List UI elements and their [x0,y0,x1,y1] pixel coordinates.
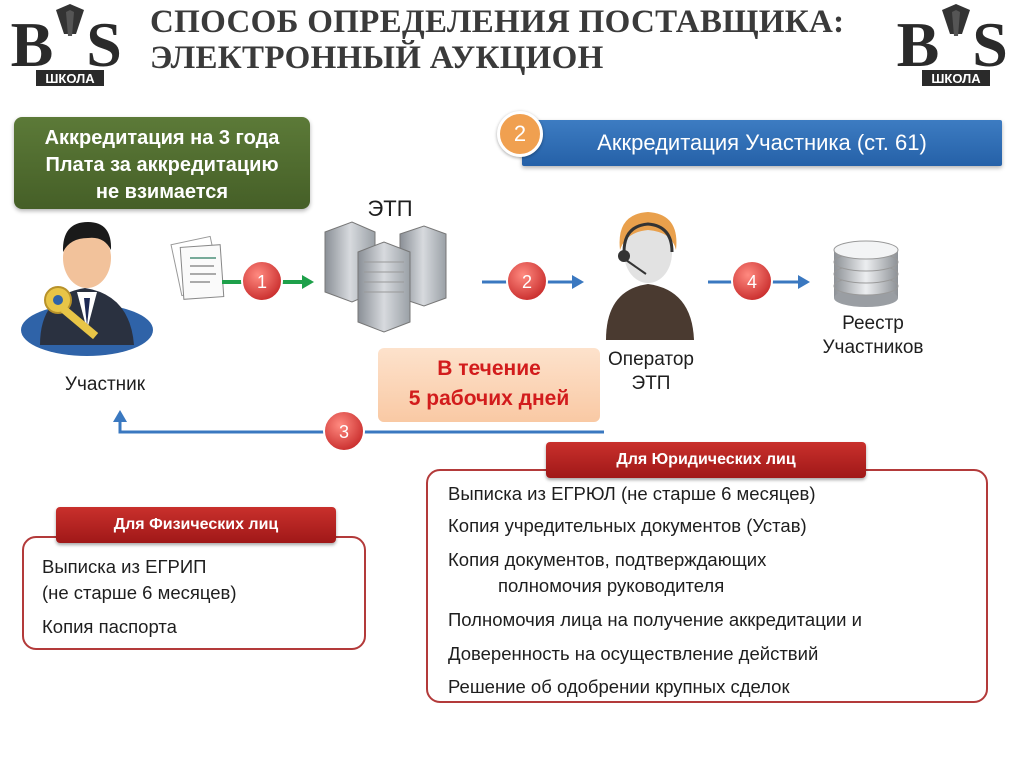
step-4-badge: 4 [731,260,773,302]
document-icon [170,235,225,300]
operator-label-line-1: Оператор [608,349,694,370]
deadline-line-2: 5 рабочих дней [408,387,570,410]
accreditation-banner: Аккредитация Участника (ст. 61) [522,120,1002,166]
accreditation-line-1: Аккредитация на 3 года [44,127,280,149]
logo-caption: ШКОЛА [45,71,95,86]
registry-label-line-2: Участников [822,337,924,358]
individuals-item-1: Выписка из ЕГРИП [42,556,207,577]
legal-item-5: Полномочия лица на получение аккредитаци… [448,609,862,630]
title-line-1: СПОСОБ ОПРЕДЕЛЕНИЯ ПОСТАВЩИКА: [150,4,845,40]
svg-text:4: 4 [747,272,757,292]
etp-label: ЭТП [367,196,413,221]
legal-entities-tab: Для Юридических лиц [546,442,866,478]
legal-item-3: Копия документов, подтверждающих [448,549,767,570]
svg-text:3: 3 [339,422,349,442]
title-line-2: ЭЛЕКТРОННЫЙ АУКЦИОН [150,40,604,76]
participant-icon [21,222,153,356]
logo-letter-b: B [897,9,940,80]
individuals-item-3: Копия паспорта [42,616,177,637]
operator-label: Оператор ЭТП [586,348,716,396]
legal-item-4: полномочия руководителя [498,575,725,596]
step-3-badge: 3 [323,410,365,452]
logo-letter-b: B [11,9,54,80]
legal-entities-panel: Выписка из ЕГРЮЛ (не старше 6 месяцев) К… [426,469,988,703]
registry-label: Реестр Участников [800,312,946,360]
banner-number-badge: 2 [497,111,543,157]
svg-text:2: 2 [522,272,532,292]
accreditation-line-3: не взимается [95,181,229,203]
school-logo-right: B S ШКОЛА [897,4,1008,86]
individuals-tab: Для Физических лиц [56,507,336,543]
logo-letter-s: S [972,9,1008,80]
registry-database-icon [833,240,899,307]
legal-item-7: Решение об одобрении крупных сделок [448,676,790,697]
legal-item-1: Выписка из ЕГРЮЛ (не старше 6 месяцев) [448,483,816,504]
participant-label: Участник [64,374,146,395]
svg-text:1: 1 [257,272,267,292]
legal-item-2: Копия учредительных документов (Устав) [448,515,807,536]
page-title: СПОСОБ ОПРЕДЕЛЕНИЯ ПОСТАВЩИКА: ЭЛЕКТРОНН… [150,4,844,76]
etp-servers-icon [324,221,447,333]
logo-caption: ШКОЛА [931,71,981,86]
logo-letter-s: S [86,9,122,80]
step-1-badge: 1 [241,260,283,302]
accreditation-line-2: Плата за аккредитацию [45,154,279,176]
school-logo-left: B S ШКОЛА [11,4,122,86]
legal-item-6: Доверенность на осуществление действий [448,643,819,664]
key-icon [44,286,99,340]
deadline-box: В течение 5 рабочих дней [378,348,600,422]
individuals-panel: Выписка из ЕГРИП (не старше 6 месяцев) К… [22,536,366,650]
registry-label-line-1: Реестр [842,313,904,334]
accreditation-info-box: Аккредитация на 3 года Плата за аккредит… [14,117,310,209]
deadline-line-1: В течение [437,357,541,380]
individuals-item-2: (не старше 6 месяцев) [42,582,237,603]
operator-label-line-2: ЭТП [631,373,671,394]
operator-icon [606,212,694,340]
step-2-badge: 2 [506,260,548,302]
